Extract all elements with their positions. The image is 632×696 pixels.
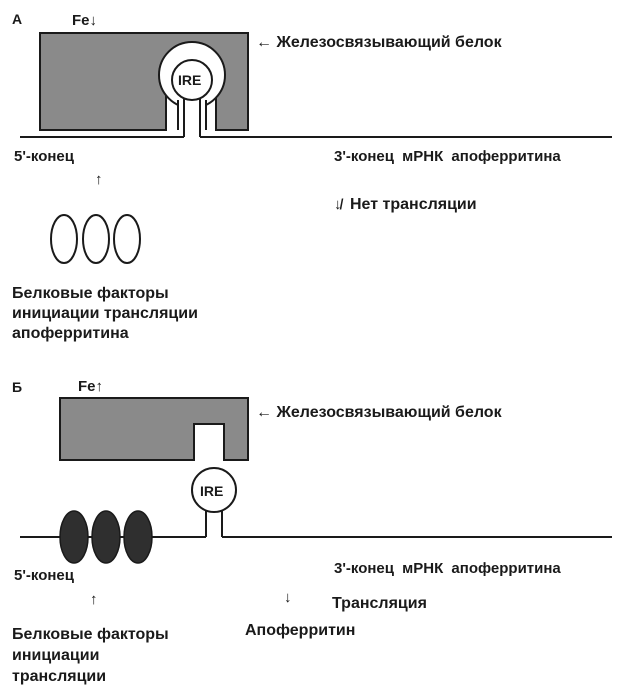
panel-a-factor-oval xyxy=(50,214,78,264)
panel-b-fe-label: Fe↑ xyxy=(78,378,104,395)
fe-up-arrow-icon: ↑ xyxy=(95,378,104,395)
panel-a-factor-oval xyxy=(113,214,141,264)
panel-b-factor-oval xyxy=(59,510,89,564)
panel-b-factors-line-2: инициации xyxy=(12,647,100,664)
panel-b-factors-line-1: Белковые факторы xyxy=(12,626,169,643)
panel-a-factors-line-3: апоферритина xyxy=(12,325,129,342)
panel-a-up-arrow-icon: ↑ xyxy=(95,171,103,188)
panel-a-three-prime-label: 3'-конец мРНК апоферритина xyxy=(334,148,561,165)
panel-b-apoferritin-label: Апоферритин xyxy=(245,622,356,639)
panel-b-label: Б xyxy=(12,379,23,395)
panel-b-ire-loop xyxy=(191,467,237,513)
panel-a-label: А xyxy=(12,11,23,27)
panel-a-factors-line-2: инициации трансляции xyxy=(12,305,198,322)
panel-b-factor-oval xyxy=(123,510,153,564)
panel-b-ire-label: IRE xyxy=(200,483,224,499)
panel-b-translation-label: Трансляция xyxy=(332,595,427,612)
panel-b-factor-oval xyxy=(91,510,121,564)
panel-a-protein-label: ← Железосвязывающий белок xyxy=(256,34,502,51)
panel-a-cavity-neck xyxy=(178,95,206,135)
panel-a-five-prime-label: 5'-конец xyxy=(14,148,74,165)
panel-b-three-prime-label: 3'-конец мРНК апоферритина xyxy=(334,560,561,577)
panel-a-no-translation-icon: ↓̸ xyxy=(334,196,342,213)
panel-a-no-translation-label: Нет трансляции xyxy=(350,196,477,213)
fe-down-arrow-icon: ↓ xyxy=(89,12,98,29)
panel-b-protein-block xyxy=(59,397,249,461)
panel-b-factors-line-3: трансляции xyxy=(12,668,107,685)
panel-a-factor-oval xyxy=(82,214,110,264)
panel-a-fe-label: Fe↓ xyxy=(72,12,98,29)
panel-b-five-prime-label: 5'-конец xyxy=(14,567,74,584)
panel-b-up-arrow-icon: ↑ xyxy=(90,591,98,608)
panel-b-protein-label: ← Железосвязывающий белок xyxy=(256,404,502,421)
panel-a-ire-label: IRE xyxy=(178,72,202,88)
panel-a-ire-loop xyxy=(171,59,213,101)
panel-b-down-arrow-icon: ↓ xyxy=(284,589,292,606)
panel-a-factors-line-1: Белковые факторы xyxy=(12,285,169,302)
